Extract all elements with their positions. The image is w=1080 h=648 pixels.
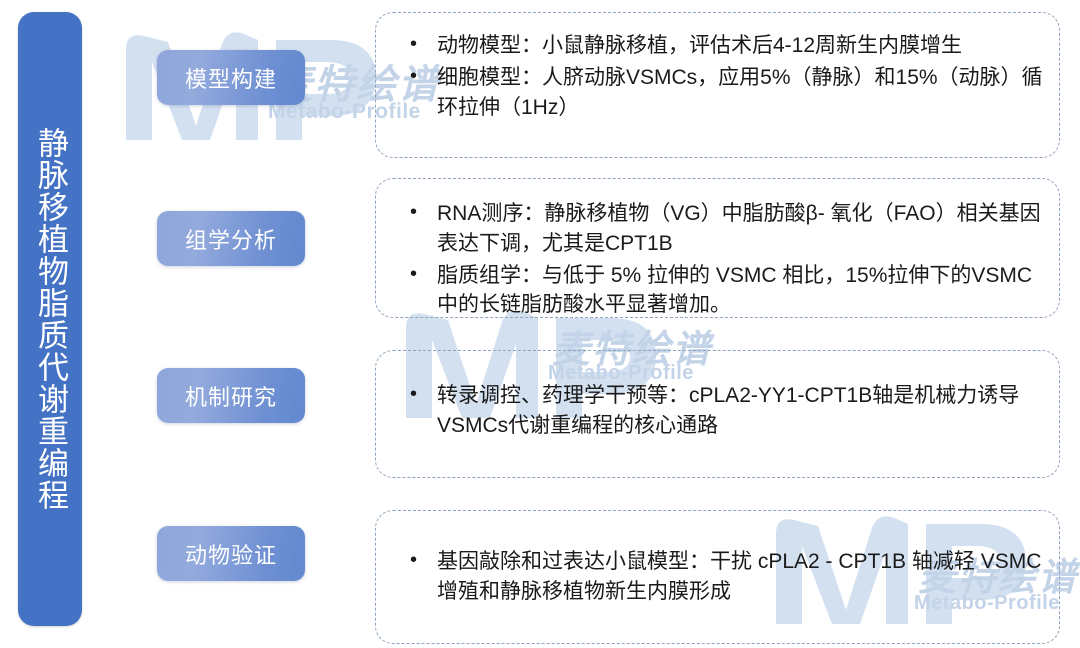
bullet-item: 转录调控、药理学干预等：cPLA2-YY1-CPT1B轴是机械力诱导VSMCs代… (394, 380, 1045, 441)
content-box-model-construction: 动物模型：小鼠静脉移植，评估术后4-12周新生内膜增生 细胞模型：人脐动脉VSM… (375, 12, 1060, 158)
bullet-list: RNA测序：静脉移植物（VG）中脂肪酸β- 氧化（FAO）相关基因表达下调，尤其… (394, 198, 1045, 322)
stage-pill-mechanism-study[interactable]: 机制研究 (157, 368, 305, 423)
bullet-list: 基因敲除和过表达小鼠模型：干扰 cPLA2 - CPT1B 轴减轻 VSMC 增… (394, 546, 1045, 609)
stage-pill-omics-analysis[interactable]: 组学分析 (157, 211, 305, 266)
bullet-item: 基因敲除和过表达小鼠模型：干扰 cPLA2 - CPT1B 轴减轻 VSMC 增… (394, 546, 1045, 607)
bullet-item: 细胞模型：人脐动脉VSMCs，应用5%（静脉）和15%（动脉）循环拉伸（1Hz） (394, 62, 1045, 123)
stage-pill-animal-validation[interactable]: 动物验证 (157, 526, 305, 581)
stage-pill-label: 动物验证 (184, 542, 277, 568)
bullet-item: RNA测序：静脉移植物（VG）中脂肪酸β- 氧化（FAO）相关基因表达下调，尤其… (394, 198, 1045, 259)
content-box-animal-validation: 基因敲除和过表达小鼠模型：干扰 cPLA2 - CPT1B 轴减轻 VSMC 增… (375, 510, 1060, 644)
bullet-item: 动物模型：小鼠静脉移植，评估术后4-12周新生内膜增生 (394, 30, 1045, 61)
content-box-omics-analysis: RNA测序：静脉移植物（VG）中脂肪酸β- 氧化（FAO）相关基因表达下调，尤其… (375, 178, 1060, 318)
bullet-list: 动物模型：小鼠静脉移植，评估术后4-12周新生内膜增生 细胞模型：人脐动脉VSM… (394, 30, 1045, 124)
bullet-item: 脂质组学：与低于 5% 拉伸的 VSMC 相比，15%拉伸下的VSMC中的长链脂… (394, 260, 1045, 321)
vertical-title-text: 静脉移植物脂质代谢重编程 (33, 127, 68, 511)
vertical-title-bar: 静脉移植物脂质代谢重编程 (18, 12, 82, 626)
stage-pill-label: 机制研究 (184, 384, 277, 410)
content-box-mechanism-study: 转录调控、药理学干预等：cPLA2-YY1-CPT1B轴是机械力诱导VSMCs代… (375, 350, 1060, 478)
stage-pill-label: 模型构建 (184, 66, 277, 92)
bullet-list: 转录调控、药理学干预等：cPLA2-YY1-CPT1B轴是机械力诱导VSMCs代… (394, 380, 1045, 443)
stage-pill-model-construction[interactable]: 模型构建 (157, 50, 305, 105)
stage-pill-label: 组学分析 (184, 227, 277, 253)
